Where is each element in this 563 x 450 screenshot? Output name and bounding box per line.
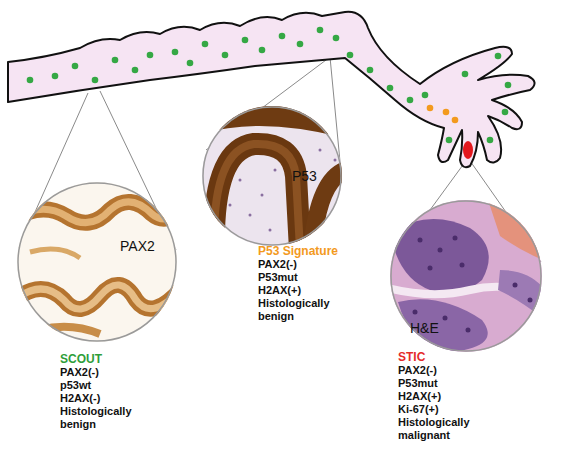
marker-line: P53mut: [398, 377, 486, 390]
caption-block: STICPAX2(-)P53mutH2AX(+)Ki-67(+)Histolog…: [398, 350, 486, 442]
normal-cell-dot: [387, 85, 394, 92]
normal-cell-dot: [279, 33, 286, 40]
marker-line: H2AX(+): [398, 390, 486, 403]
lesion-heading: STIC: [398, 350, 486, 364]
marker-line: Histologically benign: [258, 297, 346, 323]
p53-signature-dot: [443, 109, 450, 116]
normal-cell-dot: [92, 77, 99, 84]
normal-cell-dot: [72, 63, 79, 70]
marker-line: PAX2(-): [258, 258, 346, 271]
normal-cell-dot: [407, 97, 414, 104]
marker-line: Ki-67(+): [398, 403, 486, 416]
normal-cell-dot: [132, 67, 139, 74]
marker-line: PAX2(-): [398, 364, 486, 377]
normal-cell-dot: [317, 27, 324, 34]
normal-cell-dot: [187, 60, 194, 67]
marker-line: Histologically benign: [60, 405, 148, 431]
inset-circle: P53P53 SignaturePAX2(-)P53mutH2AX(+)Hist…: [202, 106, 342, 246]
inset-border: [18, 183, 176, 341]
normal-cell-dot: [242, 37, 249, 44]
normal-cell-dot: [112, 57, 119, 64]
p53-micrograph: [196, 104, 350, 250]
inset-border: [203, 107, 341, 245]
p53-signature-dot: [452, 117, 459, 124]
normal-cell-dot: [347, 52, 354, 59]
normal-cell-dot: [52, 73, 59, 80]
normal-cell-dot: [422, 92, 429, 99]
normal-cell-dot: [505, 82, 512, 89]
lesion-heading: P53 Signature: [258, 244, 346, 258]
caption-block: P53 SignaturePAX2(-)P53mutH2AX(+)Histolo…: [258, 244, 346, 323]
normal-cell-dot: [259, 47, 266, 54]
normal-cell-dot: [27, 77, 34, 84]
stain-label: H&E: [410, 320, 439, 336]
marker-line: H2AX(-): [60, 392, 148, 405]
stain-label: P53: [292, 168, 317, 184]
normal-cell-dot: [202, 41, 209, 48]
normal-cell-dot: [462, 71, 469, 78]
inset-circle: H&ESTICPAX2(-)P53mutH2AX(+)Ki-67(+)Histo…: [390, 200, 542, 352]
normal-cell-dot: [222, 52, 229, 59]
inset-circle: PAX2SCOUTPAX2(-)p53wtH2AX(-)Histological…: [17, 182, 177, 342]
stain-label: PAX2: [120, 238, 155, 254]
marker-line: Histologically malignant: [398, 416, 486, 442]
inset-border: [391, 201, 541, 351]
caption-block: SCOUTPAX2(-)p53wtH2AX(-)Histologically b…: [60, 352, 148, 431]
normal-cell-dot: [502, 109, 509, 116]
lesion-heading: SCOUT: [60, 352, 148, 366]
normal-cell-dot: [297, 41, 304, 48]
inset-outline: [202, 106, 342, 246]
cell-dots: [27, 27, 512, 144]
normal-cell-dot: [487, 137, 494, 144]
pax2-micrograph: [10, 180, 185, 345]
marker-line: P53mut: [258, 271, 346, 284]
normal-cell-dot: [172, 49, 179, 56]
marker-line: p53wt: [60, 379, 148, 392]
normal-cell-dot: [147, 52, 154, 59]
inset-outline: [17, 182, 177, 342]
normal-cell-dot: [367, 67, 374, 74]
marker-line: H2AX(+): [258, 284, 346, 297]
normal-cell-dot: [446, 137, 453, 144]
normal-cell-dot: [495, 53, 502, 60]
p53-signature-dot: [427, 105, 434, 112]
stic-lesion: [463, 141, 473, 159]
marker-line: PAX2(-): [60, 366, 148, 379]
he-micrograph: [380, 198, 548, 354]
normal-cell-dot: [333, 35, 340, 42]
